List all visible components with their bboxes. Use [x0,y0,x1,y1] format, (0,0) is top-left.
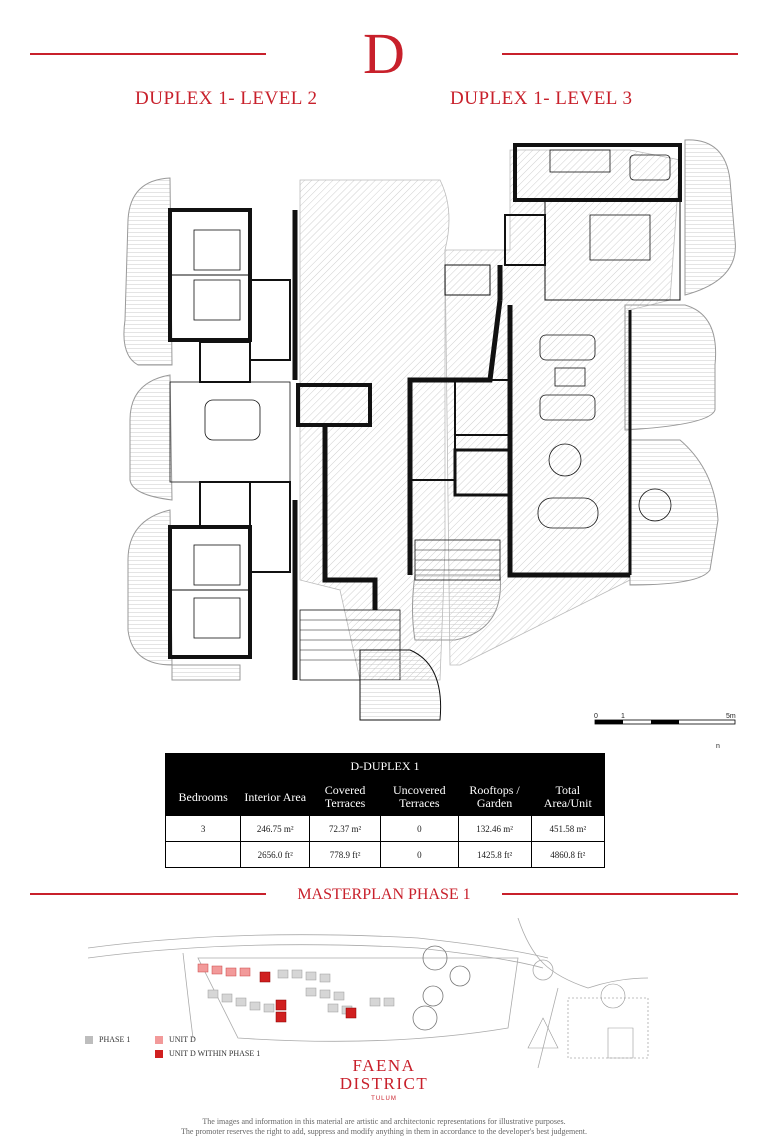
col-header-bedrooms: Bedrooms [164,778,242,816]
table-cell: 3 [164,815,242,842]
col-header-total-area: Total Area/Unit [530,778,606,816]
legend-label-phase-1: PHASE 1 [99,1035,131,1044]
table-row: 2656.0 ft² 778.9 ft² 0 1425.8 ft² 4860.8… [164,841,606,868]
level-2-rooms [168,208,442,721]
col-header-rooftops-garden: Rooftops / Garden [457,778,532,816]
masterplan-rule-left [30,893,266,895]
brand-tulum: TULUM [371,1096,397,1102]
disclaimer-line-1: The images and information in this mater… [202,1117,566,1126]
area-table: D-DUPLEX 1 Bedrooms Interior Area Covere… [164,753,606,868]
table-cell: 778.9 ft² [309,841,382,868]
table-cell: 72.37 m² [309,815,382,842]
legend-swatch-phase-1 [85,1036,93,1045]
table-cell: 451.58 m² [530,815,606,842]
floor-plan-drawing [123,139,736,725]
legend-item-phase-1: PHASE 1 [85,1035,131,1045]
table-caption: D-DUPLEX 1 [165,753,605,779]
level-3-rooms [407,143,682,581]
masterplan-map [88,918,649,1069]
table-cell: 1425.8 ft² [457,841,532,868]
header-rule-right [502,53,738,55]
table-cell: 246.75 m² [240,815,311,842]
brand-faena: FAENA [352,1056,416,1075]
legend-item-unit-d-within-phase-1: UNIT D WITHIN PHASE 1 [155,1049,261,1059]
masterplan-rule-right [502,893,738,895]
scale-bar [594,719,736,725]
table-cell: 132.46 m² [457,815,532,842]
level-3-terraces [412,139,736,641]
scale-label-1: 1 [621,713,625,720]
unit-letter: D [363,21,405,86]
disclaimer-line-2: The promoter reserves the right to add, … [181,1127,587,1136]
table-row: 3 246.75 m² 72.37 m² 0 132.46 m² 451.58 … [164,815,606,842]
north-label: n [716,743,720,750]
disclaimer: The images and information in this mater… [0,1117,768,1137]
table-cell: 0 [380,841,459,868]
level-2-terraces [123,177,241,681]
level-3-title: DUPLEX 1- LEVEL 3 [450,88,633,109]
masterplan-title: MASTERPLAN PHASE 1 [297,886,471,903]
scale-label-0: 0 [594,713,598,720]
table-cell [164,841,242,868]
header-rule-left [30,53,266,55]
table-cell: 2656.0 ft² [240,841,311,868]
legend-label-unit-d: UNIT D [169,1035,196,1044]
brand-district: DISTRICT [339,1074,429,1093]
table-cell: 0 [380,815,459,842]
legend-item-unit-d: UNIT D [155,1035,196,1045]
col-header-uncovered-terraces: Uncovered Terraces [380,778,459,816]
legend-swatch-unit-d [155,1036,163,1045]
col-header-interior-area: Interior Area [240,778,311,816]
legend-swatch-unit-d-within-phase-1 [155,1050,163,1059]
level-2-title: DUPLEX 1- LEVEL 2 [135,88,318,109]
col-header-covered-terraces: Covered Terraces [309,778,382,816]
table-header-row: Bedrooms Interior Area Covered Terraces … [164,778,606,816]
scale-label-5m: 5m [726,713,736,720]
table-caption-row: D-DUPLEX 1 [165,753,605,779]
table-cell: 4860.8 ft² [530,841,606,868]
legend-label-unit-d-within-phase-1: UNIT D WITHIN PHASE 1 [169,1049,261,1058]
